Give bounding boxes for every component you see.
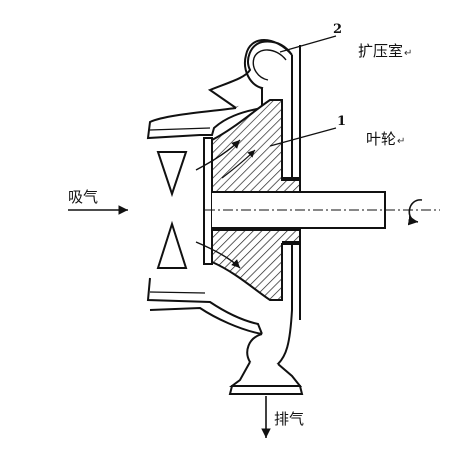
flow-arrow-upper-2: [221, 149, 256, 179]
label-intake: 吸气: [68, 188, 99, 206]
part-number-1: 1: [337, 114, 347, 129]
return-mark-icon: ↵: [397, 136, 406, 147]
inlet-shroud-upper: [146, 88, 263, 140]
leader-1: [269, 127, 337, 147]
part-number-2: 2: [333, 22, 343, 37]
label-impeller-text: 叶轮: [366, 130, 397, 148]
inlet-shroud-lower: [146, 277, 264, 336]
inlet-shroud-upper-inner: [149, 127, 211, 131]
shaft-seal: [282, 177, 301, 243]
label-impeller: 叶轮↵: [366, 128, 405, 149]
inlet-vane-lower: [156, 220, 188, 269]
inlet-shroud-lower-inner: [149, 291, 206, 294]
label-diffuser-chamber-text: 扩压室: [358, 42, 404, 60]
return-mark-icon: ↵: [404, 48, 413, 59]
leader-2: [279, 35, 337, 53]
impeller-hub: [203, 137, 213, 265]
label-exhaust: 排气: [274, 410, 305, 428]
rotation-arrow: [407, 199, 423, 226]
label-diffuser-chamber: 扩压室↵: [358, 40, 412, 61]
flow-arrow-lower: [195, 241, 241, 269]
volute-upper-inner: [252, 49, 287, 81]
outlet-flange: [228, 385, 304, 395]
flow-arrow-upper: [195, 139, 241, 171]
outlet-neck: [229, 361, 303, 387]
volute-lower: [246, 309, 293, 371]
inlet-vane-upper: [156, 151, 188, 198]
